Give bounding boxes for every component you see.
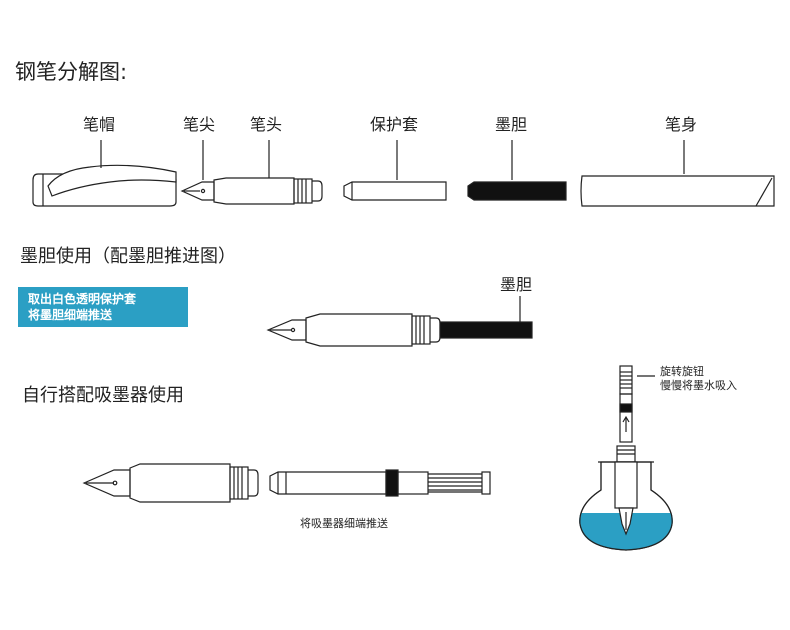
pen-with-cartridge — [266, 313, 533, 347]
knob-note-line-2: 慢慢将墨水吸入 — [660, 379, 737, 392]
vertical-pen-drawing — [614, 365, 638, 536]
label-protector: 保护套 — [370, 115, 419, 134]
label-barrel: 笔身 — [665, 115, 698, 134]
knob-note-line-1: 旋转旋钮 — [660, 365, 704, 378]
converter-drawing — [269, 469, 491, 497]
label-cartridge: 墨胆 — [495, 115, 528, 134]
instruction-line-2: 将墨胆细端推送 — [28, 308, 113, 322]
label-grip: 笔头 — [250, 115, 283, 134]
converter-caption: 将吸墨器细端推送 — [300, 517, 388, 530]
protector-drawing — [343, 181, 447, 201]
instruction-line-1: 取出白色透明保护套 — [28, 292, 137, 306]
instruction-note: 取出白色透明保护套 将墨胆细端推送 — [18, 287, 188, 327]
label-nib: 笔尖 — [183, 115, 216, 134]
page-title: 钢笔分解图: — [15, 60, 128, 84]
section3-heading: 自行搭配吸墨器使用 — [22, 385, 184, 406]
section2-heading: 墨胆使用（配墨胆推进图） — [20, 246, 236, 267]
grip-drawing — [213, 177, 323, 205]
pen-front-assembly — [82, 463, 259, 503]
cap-drawing — [32, 164, 177, 207]
nib-drawing — [180, 181, 215, 201]
cartridge-drawing — [467, 181, 567, 201]
barrel-drawing — [580, 175, 775, 207]
label-cartridge-2: 墨胆 — [500, 275, 533, 294]
label-cap: 笔帽 — [83, 115, 116, 134]
